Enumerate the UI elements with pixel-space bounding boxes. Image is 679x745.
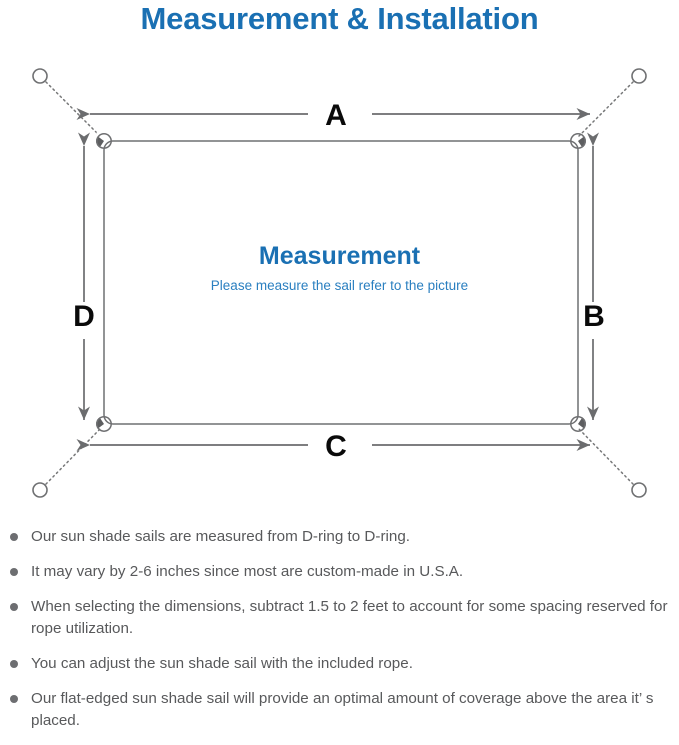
sail-rectangle	[103, 140, 579, 425]
bullet-icon	[10, 660, 18, 668]
bullet-icon	[10, 695, 18, 703]
list-item: It may vary by 2-6 inches since most are…	[0, 561, 679, 583]
list-item-text: It may vary by 2-6 inches since most are…	[31, 563, 464, 580]
list-item: Our sun shade sails are measured from D-…	[0, 526, 679, 548]
list-item-text: When selecting the dimensions, subtract …	[31, 598, 668, 637]
sail-subtitle: Please measure the sail refer to the pic…	[210, 278, 469, 293]
d-ring-bottom-left	[96, 416, 112, 432]
dimension-label-d: D	[73, 300, 95, 333]
dimension-label-c: C	[325, 430, 347, 463]
rope-top-right	[578, 81, 634, 137]
anchor-points	[32, 68, 647, 498]
rope-bottom-right	[578, 428, 634, 485]
dimension-label-b: B	[583, 300, 605, 333]
anchor-top-right	[631, 68, 647, 84]
sail-heading: Measurement	[258, 242, 421, 270]
notes-list: Our sun shade sails are measured from D-…	[0, 526, 679, 745]
anchor-bottom-right	[631, 482, 647, 498]
diagram-svg	[32, 68, 647, 498]
d-rings	[96, 126, 586, 432]
d-ring-top-right	[570, 133, 586, 149]
dimension-label-a: A	[325, 99, 347, 132]
bullet-icon	[10, 568, 18, 576]
bullet-icon	[10, 603, 18, 611]
bullet-icon	[10, 533, 18, 541]
rope-top-left	[45, 81, 101, 137]
d-ring-bottom-right	[570, 416, 586, 432]
list-item: You can adjust the sun shade sail with t…	[0, 653, 679, 675]
shade-sail-measurement-diagram: Measurement Please measure the sail refe…	[0, 44, 679, 514]
rope-bottom-left	[45, 428, 101, 485]
d-ring-top-left	[96, 126, 112, 149]
list-item: Our flat-edged sun shade sail will provi…	[0, 688, 679, 732]
list-item-text: Our sun shade sails are measured from D-…	[31, 528, 410, 545]
list-item-text: You can adjust the sun shade sail with t…	[31, 655, 413, 672]
anchor-bottom-left	[32, 482, 48, 498]
list-item-text: Our flat-edged sun shade sail will provi…	[31, 690, 654, 729]
page-title: Measurement & Installation	[140, 1, 539, 36]
list-item: When selecting the dimensions, subtract …	[0, 596, 679, 640]
anchor-top-left	[32, 68, 48, 84]
